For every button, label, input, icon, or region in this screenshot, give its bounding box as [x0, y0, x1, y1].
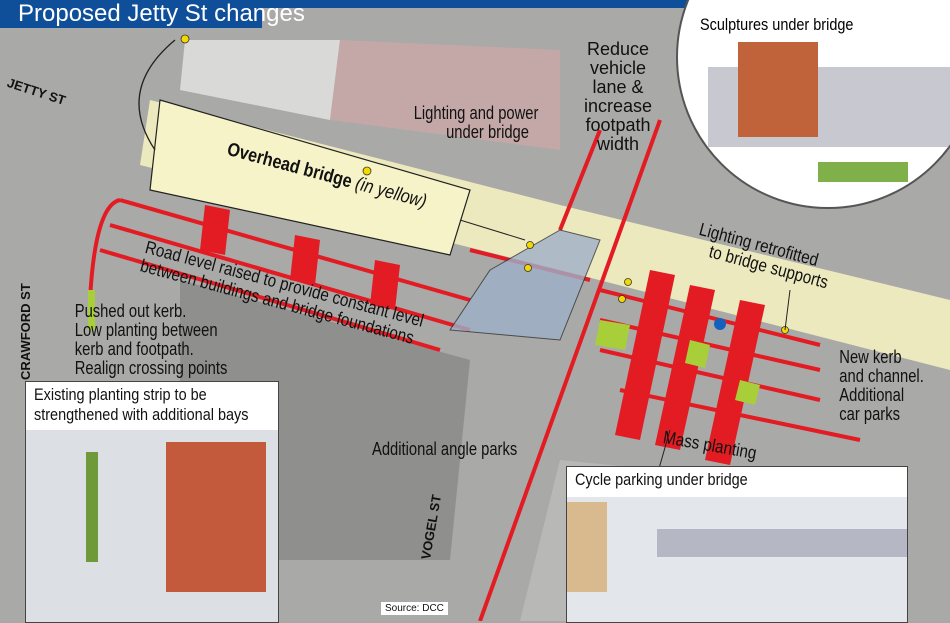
label-line: width	[596, 134, 640, 154]
pushed-out-kerb-label: Pushed out kerb. Low planting between ke…	[58, 302, 244, 378]
sculptures-caption: Sculptures under bridge	[700, 15, 854, 34]
page-title: Proposed Jetty St changes	[0, 0, 305, 28]
building-roof	[180, 40, 340, 120]
label-line: kerb and footpath.	[74, 339, 194, 359]
planting-sketch	[818, 162, 908, 182]
building-sketch	[166, 442, 266, 592]
new-kerb-label: New kerb and channel. Additional car par…	[830, 348, 933, 424]
label-line: Low planting between	[74, 320, 218, 340]
jetty-st-kerb-line	[138, 39, 176, 151]
cycle-parking-inset: Cycle parking under bridge	[566, 466, 908, 623]
caption-line: Existing planting strip to be	[34, 385, 207, 404]
widened-footpath-area	[449, 229, 601, 341]
light-markers	[180, 34, 789, 334]
label-line: footpath	[585, 115, 651, 135]
street-label-crawford: CRAWFORD ST	[18, 283, 33, 380]
cycle-parking-caption: Cycle parking under bridge	[575, 470, 748, 489]
title-rule	[262, 0, 950, 8]
label-line: Additional	[839, 385, 905, 405]
label-line: New kerb	[839, 347, 902, 367]
planting-strip-caption: Existing planting strip to be strengthen…	[34, 385, 248, 425]
source-credit: Source: DCC	[381, 602, 448, 615]
cycle-parking-marker	[714, 318, 726, 330]
label-line: Reduce	[586, 39, 650, 59]
label-line: Realign crossing points	[74, 358, 228, 378]
label-line: lane &	[592, 77, 644, 97]
building-sketch	[567, 502, 607, 592]
lighting-power-label: Lighting and power under bridge	[400, 104, 552, 142]
planting-strip-inset: Existing planting strip to be strengthen…	[25, 381, 279, 623]
label-line: increase	[583, 96, 653, 116]
planting-sketch	[86, 452, 98, 562]
label-line: under bridge	[446, 122, 529, 142]
sketch-background	[567, 497, 907, 622]
bridge-outline	[149, 99, 471, 256]
label-line: Pushed out kerb.	[74, 301, 187, 321]
building-roof	[330, 40, 560, 150]
reduce-lane-label: Reduce vehicle lane & increase footpath …	[578, 40, 658, 154]
planting-beds	[88, 290, 760, 405]
label-line: car parks	[839, 404, 900, 424]
label-line: Lighting and power	[413, 103, 539, 123]
raised-road-blocks	[200, 205, 765, 465]
building-sketch	[738, 42, 818, 137]
caption-line: strengthened with additional bays	[34, 405, 249, 424]
bridge-sketch	[657, 529, 907, 557]
sculptures-inset: Sculptures under bridge	[676, 0, 950, 209]
label-line: and channel.	[839, 366, 924, 386]
label-line: vehicle	[589, 58, 647, 78]
angle-parks-label: Additional angle parks	[372, 439, 518, 459]
